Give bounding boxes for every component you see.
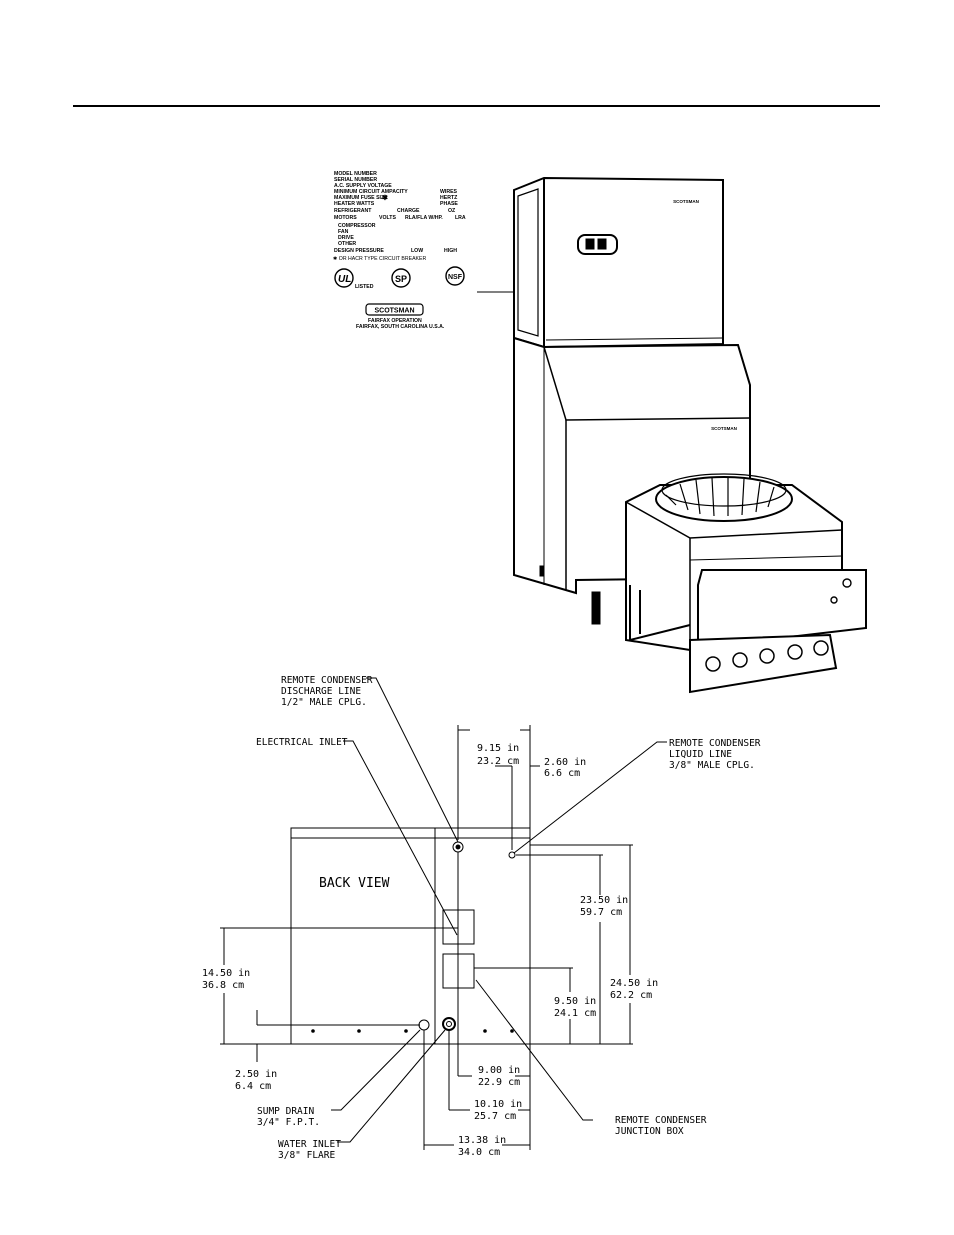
condenser-drawer [697, 569, 867, 648]
discharge-leader [366, 677, 459, 843]
discharge-callout-line3: 1/2" MALE CPLG. [281, 697, 367, 708]
plate-star-icon: ✱ [382, 194, 388, 202]
plate-hertz: HERTZ [440, 195, 458, 201]
back-view-callouts: REMOTE CONDENSER DISCHARGE LINE 1/2" MAL… [256, 675, 761, 1161]
liquid-leader [513, 741, 667, 854]
junction-leader [475, 979, 593, 1121]
water-callout-line1: WATER INLET [278, 1139, 341, 1150]
plate-supply-voltage: A.C. SUPPLY VOLTAGE [334, 183, 392, 189]
dim-24-50-cm: 62.2 cm [610, 990, 652, 1001]
water-inlet-fitting [442, 1017, 456, 1031]
dim-24-50-in: 24.50 in [610, 978, 658, 989]
dim-9-15-cm: 23.2 cm [477, 756, 519, 767]
plate-refrigerant: REFRIGERANT [334, 208, 372, 214]
dim-2-50-in: 2.50 in [235, 1069, 277, 1080]
plate-other: OTHER [338, 241, 356, 247]
discharge-callout-line2: DISCHARGE LINE [281, 686, 361, 697]
plate-max-fuse: MAXIMUM FUSE SIZE [334, 195, 388, 201]
plate-phase: PHASE [440, 201, 458, 207]
dim-23-50-in: 23.50 in [580, 895, 628, 906]
plate-low: LOW [411, 248, 423, 254]
water-callout-line2: 3/8" FLARE [278, 1150, 335, 1161]
liquid-callout-line3: 3/8" MALE CPLG. [669, 760, 755, 771]
plate-brand: SCOTSMAN [374, 308, 414, 315]
dim-13-38-in: 13.38 in [458, 1135, 506, 1146]
plate-heater-watts: HEATER WATTS [334, 201, 375, 207]
bin-leg [591, 591, 601, 625]
control-badge-icon [577, 234, 618, 255]
junction-callout-line1: REMOTE CONDENSER [615, 1115, 707, 1126]
sump-drain-fitting [418, 1019, 430, 1031]
dim-14-50-cm: 36.8 cm [202, 980, 244, 991]
ul-mark: UL [338, 274, 351, 285]
dim-10-10-in: 10.10 in [474, 1099, 522, 1110]
plate-location: FAIRFAX, SOUTH CAROLINA U.S.A. [356, 324, 445, 330]
head-logo: SCOTSMAN [673, 199, 699, 204]
dim-2-50-cm: 6.4 cm [235, 1081, 271, 1092]
plate-brand-box [365, 303, 424, 316]
dim-13-38-cm: 34.0 cm [458, 1147, 500, 1158]
plate-operation: FAIRFAX OPERATION [368, 318, 422, 324]
dim-2-60-cm: 6.6 cm [544, 768, 580, 779]
sump-leader [331, 1029, 421, 1111]
dim-9-50-in: 9.50 in [554, 996, 596, 1007]
sump-callout-line2: 3/4" F.P.T. [257, 1117, 320, 1128]
liquid-line-fitting [508, 851, 516, 859]
dim-10-10-cm: 25.7 cm [474, 1111, 516, 1122]
plate-listed: LISTED [355, 284, 374, 290]
plate-design-pressure: DESIGN PRESSURE [334, 248, 384, 254]
plate-compressor: COMPRESSOR [338, 223, 376, 229]
electrical-leader [343, 740, 458, 936]
electrical-callout: ELECTRICAL INLET [256, 737, 348, 748]
plate-lra: LRA [455, 215, 466, 221]
csa-mark: SP [395, 274, 407, 284]
dim-14-50-in: 14.50 in [202, 968, 250, 979]
plate-rla: RLA/FLA W/HP. [405, 215, 443, 221]
dim-23-50-cm: 59.7 cm [580, 907, 622, 918]
junction-callout-line2: JUNCTION BOX [615, 1126, 684, 1137]
plate-oz: OZ [448, 208, 456, 214]
dim-9-50-cm: 24.1 cm [554, 1008, 596, 1019]
dim-9-15-in: 9.15 in [477, 743, 519, 754]
plate-motors: MOTORS [334, 215, 357, 221]
ice-machine-illustration: SCOTSMAN SCOTSMAN [513, 176, 867, 694]
back-view-title: BACK VIEW [319, 876, 390, 891]
back-view-drawing [220, 677, 667, 1150]
condenser-fan-icon [655, 476, 793, 522]
plate-min-ampacity: MINIMUM CIRCUIT AMPACITY [334, 189, 408, 195]
plate-drive: DRIVE [338, 235, 354, 241]
plate-fan: FAN [338, 229, 349, 235]
plate-charge: CHARGE [397, 208, 420, 214]
back-panel-outline [290, 827, 531, 1045]
water-leader [337, 1029, 446, 1143]
discharge-callout-line1: REMOTE CONDENSER [281, 675, 373, 686]
dim-9-00-cm: 22.9 cm [478, 1077, 520, 1088]
plate-volts: VOLTS [379, 215, 396, 221]
liquid-callout-line1: REMOTE CONDENSER [669, 738, 761, 749]
back-view-dimensions: 9.15 in 23.2 cm 2.60 in 6.6 cm 23.50 in … [202, 743, 658, 1158]
header-rule [73, 105, 880, 107]
dim-9-00-in: 9.00 in [478, 1065, 520, 1076]
nsf-mark: NSF [448, 274, 463, 281]
liquid-callout-line2: LIQUID LINE [669, 749, 732, 760]
dim-2-60-in: 2.60 in [544, 757, 586, 768]
sump-callout-line1: SUMP DRAIN [257, 1106, 314, 1117]
plate-serial-number: SERIAL NUMBER [334, 177, 377, 183]
plate-high: HIGH [444, 248, 457, 254]
plate-model-number: MODEL NUMBER [334, 171, 377, 177]
plate-breaker-note: ✱ OR HACR TYPE CIRCUIT BREAKER [333, 256, 426, 262]
nameplate-label: MODEL NUMBER SERIAL NUMBER A.C. SUPPLY V… [333, 171, 466, 330]
csa-logo-icon [391, 268, 411, 288]
ul-logo-icon [334, 268, 354, 288]
bin-logo: SCOTSMAN [711, 426, 737, 431]
plate-wires: WIRES [440, 189, 458, 195]
nsf-logo-icon [445, 266, 465, 286]
